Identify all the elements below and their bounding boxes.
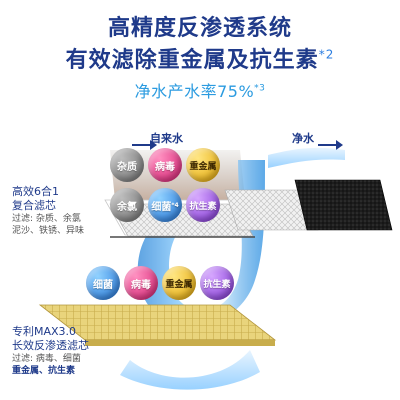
contaminant-bubble: 病毒 — [124, 266, 158, 300]
contaminant-bubble: 细菌*4 — [148, 188, 182, 222]
contaminant-bubble: 病毒 — [148, 148, 182, 182]
contaminant-label: 病毒 — [131, 279, 151, 291]
headline-line-2-text: 有效滤除重金属及抗生素 — [65, 48, 319, 73]
contaminant-label: 细菌 — [151, 201, 172, 213]
contaminant-label: 细菌 — [93, 279, 113, 291]
contaminant-bubble: 抗生素 — [186, 188, 220, 222]
contaminant-bubble: 抗生素 — [200, 266, 234, 300]
contaminant-bubble: 杂质 — [110, 148, 144, 182]
filter-top-title-1: 高效6合1 — [12, 185, 59, 198]
filter-bottom-desc-1: 过滤: 病毒、细菌 — [12, 354, 81, 364]
filter-bottom-title-2: 长效反渗透滤芯 — [12, 339, 89, 352]
inlet-arrow-icon — [132, 140, 157, 150]
inlet-label: 自来水 — [150, 132, 183, 145]
headline-line-3-note: *3 — [254, 83, 266, 94]
clean-water-stream — [268, 147, 345, 168]
contaminant-label: 重金属 — [189, 161, 217, 172]
outlet-label: 净水 — [292, 132, 314, 145]
contaminant-label: 杂质 — [117, 161, 137, 173]
water-pool — [120, 350, 260, 390]
contaminant-note: *4 — [171, 201, 179, 209]
filter-bottom-layer — [38, 304, 277, 346]
contaminant-bubble: 细菌 — [86, 266, 120, 300]
contaminant-label: 抗生素 — [189, 201, 217, 212]
contaminant-bubble: 重金属 — [162, 266, 196, 300]
contaminant-label: 抗生素 — [203, 279, 231, 290]
filter-top-info: 高效6合1 复合滤芯 过滤: 杂质、余氯 泥沙、铁锈、异味 — [12, 185, 112, 237]
contaminant-bubble: 余氯 — [110, 188, 144, 222]
contaminant-label: 病毒 — [155, 161, 175, 173]
headline-line-3: 净水产水率75%*3 — [0, 78, 400, 102]
filter-top-title-2: 复合滤芯 — [12, 199, 56, 212]
filter-bottom-info: 专利MAX3.0 长效反渗透滤芯 过滤: 病毒、细菌 重金属、抗生素 — [12, 325, 132, 377]
filter-top-desc-1: 过滤: 杂质、余氯 — [12, 214, 81, 224]
filter-top-desc-2: 泥沙、铁锈、异味 — [12, 226, 85, 236]
contaminant-label: 余氯 — [117, 201, 137, 213]
headline-line-2-note: *2 — [318, 47, 335, 62]
headline-line-3-text: 净水产水率75% — [134, 82, 255, 101]
headline-line-2: 有效滤除重金属及抗生素*2 — [0, 42, 400, 74]
filter-bottom-desc-2: 重金属、抗生素 — [12, 366, 76, 376]
filter-bottom-title-1: 专利MAX3.0 — [12, 325, 77, 338]
headline-line-1: 高精度反渗透系统 — [107, 16, 292, 41]
outlet-arrow-icon — [318, 140, 343, 150]
contaminant-label: 重金属 — [165, 279, 193, 290]
contaminant-bubble: 重金属 — [186, 148, 220, 182]
